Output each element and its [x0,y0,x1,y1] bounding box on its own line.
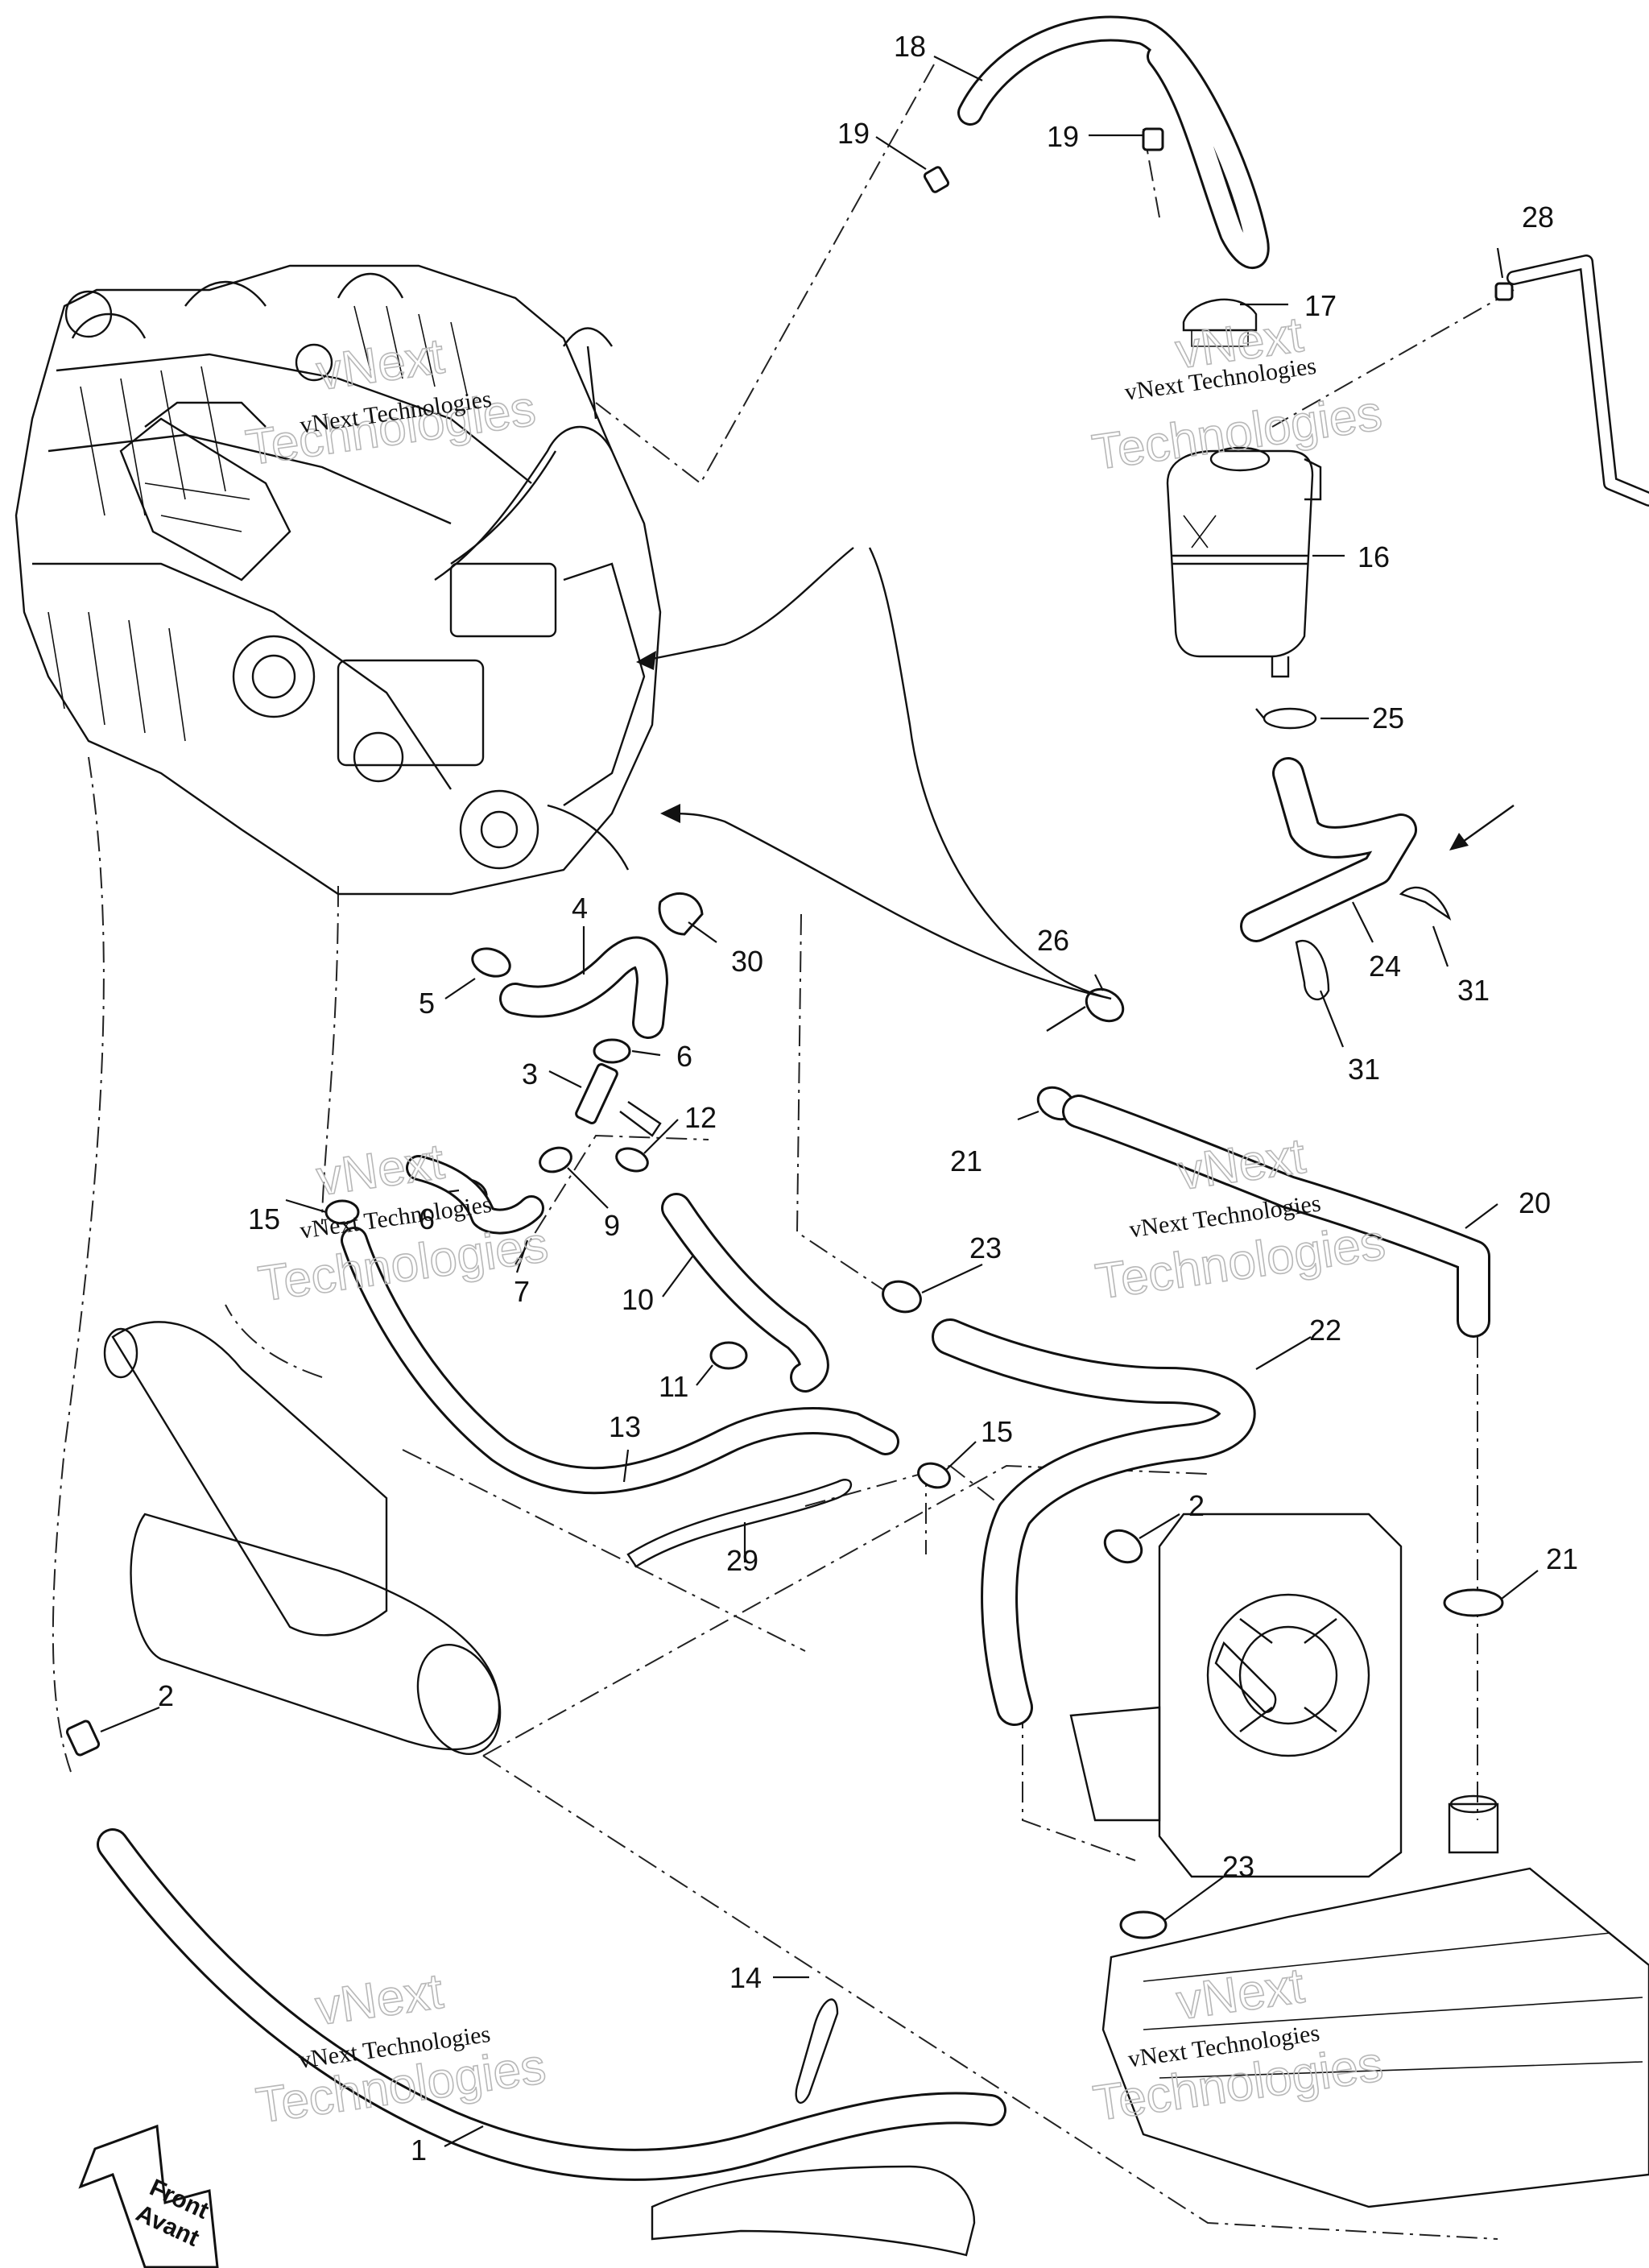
svg-text:Technologies: Technologies [242,381,539,477]
callout-7: 7 [514,1275,530,1308]
part-29-bracket [626,1479,853,1568]
callout-31-lower: 31 [1348,1053,1380,1086]
callout-17: 17 [1304,289,1337,322]
routing-dash-lines [52,64,1515,2240]
part-9-clamp [539,1146,572,1173]
flow-arrows [636,547,1515,1000]
callout-25: 25 [1372,702,1404,735]
front-direction-badge: Front Avant [78,2124,219,2268]
part-17-reservoir-cap [1182,298,1258,347]
callout-15-right: 15 [981,1415,1013,1448]
part-10-hose [661,1193,829,1393]
part-15-clamp-right [917,1462,951,1489]
part-4-hose [499,936,668,1039]
part-callout-labels: 18 19 19 28 17 16 25 26 24 31 31 4 30 5 … [158,30,1578,2167]
part-26-clamp [1046,987,1125,1033]
part-24-hose [1240,757,1417,942]
callout-30: 30 [731,945,763,978]
part-31-clip-upper [1399,886,1452,921]
part-7-hose [406,1155,544,1235]
jet-pump-housing [1069,1513,1403,1878]
callout-13: 13 [609,1410,641,1443]
callout-12: 12 [684,1101,717,1134]
leader-lines [100,56,1539,2147]
part-19-fitting-right [1142,127,1164,151]
callout-22: 22 [1309,1314,1341,1347]
callout-5: 5 [419,987,435,1020]
part-14-strap [795,1998,839,2105]
svg-text:vNext: vNext [313,329,448,401]
callout-4: 4 [572,892,588,925]
callout-11: 11 [659,1370,688,1403]
part-2-fitting-pump [1103,1529,1143,1564]
callout-20: 20 [1519,1186,1551,1219]
callout-19-left: 19 [837,117,870,150]
callout-14: 14 [729,1961,762,1994]
part-23-clamp-lower [1119,1910,1168,1939]
callout-16: 16 [1358,540,1390,573]
front-arrow-icon [78,2124,219,2268]
part-13-hose [341,1227,899,1495]
callout-15-left: 15 [248,1202,280,1235]
callout-21-upper: 21 [950,1144,982,1177]
watermark-6: vNext Technologies vNext Technologies [1089,1957,1387,2133]
engine-block [14,264,662,896]
part-11-clamp [709,1341,748,1370]
callout-2-pump: 2 [1188,1489,1205,1522]
part-6-clamp-upper [593,1038,631,1064]
callout-18: 18 [894,30,926,63]
part-25-clamp [1255,707,1317,730]
callout-24: 24 [1369,950,1401,983]
callout-26: 26 [1037,924,1069,957]
callout-28: 28 [1522,201,1554,234]
part-3-tee-fitting [575,1063,662,1137]
callout-23-upper: 23 [969,1231,1002,1264]
callout-6-upper: 6 [676,1040,692,1073]
svg-text:vNext: vNext [1173,1958,1308,2030]
part-1-hose [97,1828,1006,2181]
callout-6-lower: 6 [419,1202,435,1235]
part-31-clip-lower [1295,939,1330,1000]
svg-text:vNext: vNext [312,1964,447,2036]
part-23-clamp-upper [882,1280,922,1314]
svg-text:vNext: vNext [313,1134,448,1206]
part-20-hose [1062,1095,1490,1338]
part-28-fitting [1494,255,1649,507]
callout-29: 29 [726,1544,758,1577]
part-16-coolant-reservoir [1166,446,1322,678]
exhaust-muffler [103,1321,502,1755]
part-21-clamp-lower [1443,1588,1504,1617]
callout-1: 1 [411,2133,427,2167]
callout-2-lower: 2 [158,1679,174,1712]
part-12-clamp [615,1147,649,1173]
lower-hose-section [651,2165,976,2257]
part-2-fitting-lower [65,1720,101,1757]
callout-19-right: 19 [1047,120,1079,153]
part-18-hose [957,15,1270,269]
callout-23-lower: 23 [1222,1850,1254,1883]
watermark-3: vNext Technologies vNext Technologies [254,1133,552,1313]
callout-10: 10 [622,1283,654,1316]
callout-3: 3 [522,1057,538,1091]
callout-9: 9 [604,1209,620,1242]
part-22-hose [932,1318,1256,1726]
callout-21-lower: 21 [1546,1542,1578,1575]
part-19-fitting-left [923,166,950,193]
callout-31-upper: 31 [1457,974,1490,1007]
ride-plate [1101,1794,1649,2208]
part-5-clamp [471,947,511,978]
